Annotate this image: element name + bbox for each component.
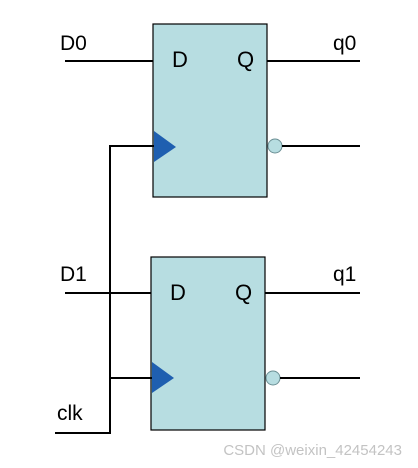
flip-flop-0-inverted-output-bubble (267, 138, 283, 154)
signal-label-clk: clk (57, 402, 83, 425)
flip-flop-1-d-pin-label: D (170, 280, 186, 305)
flip-flop-0-clock-marker (154, 131, 176, 162)
flip-flop-1-q-pin-label: Q (235, 280, 252, 305)
flip-flop-1: D Q D1 q1 (60, 256, 360, 431)
flip-flop-0-d-pin-label: D (172, 47, 188, 72)
flip-flop-1-body (150, 256, 266, 431)
signal-label-q1: q1 (333, 263, 356, 286)
signal-label-q0: q0 (333, 32, 356, 55)
signal-label-d1: D1 (60, 263, 87, 286)
flip-flop-1-inverted-output-bubble (265, 370, 281, 386)
flip-flop-0: D Q D0 q0 (60, 23, 360, 198)
clock-net: clk (55, 145, 111, 434)
flip-flop-0-q-pin-label: Q (237, 47, 254, 72)
flip-flop-1-clock-marker (152, 362, 174, 393)
flip-flop-0-body (152, 23, 268, 198)
watermark: CSDN @weixin_42454243 (223, 442, 402, 459)
signal-label-d0: D0 (60, 32, 87, 55)
